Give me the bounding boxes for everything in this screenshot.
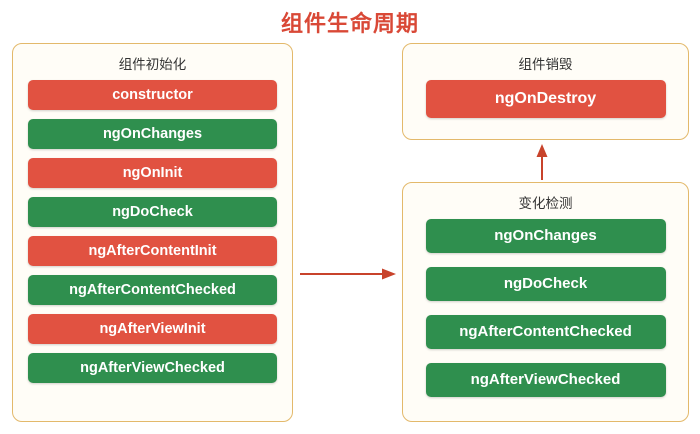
page-title: 组件生命周期 <box>280 11 419 36</box>
stage-ngondestroy[interactable]: ngOnDestroy <box>425 80 666 118</box>
stage-ngaftercontentchecked[interactable]: ngAfterContentChecked <box>28 275 277 305</box>
panel-change-title: 变化检测 <box>518 196 573 211</box>
panel-component-destroy: 组件销毁 ngOnDestroy <box>402 43 689 140</box>
arrow-change-to-destroy-icon <box>536 144 548 180</box>
stage-constructor[interactable]: constructor <box>28 80 277 110</box>
arrow-init-to-change-icon <box>300 268 396 280</box>
stage-cd-ngafterviewchecked[interactable]: ngAfterViewChecked <box>425 363 666 397</box>
stage-ngaftercontentinit[interactable]: ngAfterContentInit <box>28 236 277 266</box>
stage-ngonchanges[interactable]: ngOnChanges <box>28 119 277 149</box>
stage-ngafterviewinit[interactable]: ngAfterViewInit <box>28 314 277 344</box>
panel-destroy-title: 组件销毁 <box>518 57 573 72</box>
stage-cd-ngonchanges[interactable]: ngOnChanges <box>425 219 666 253</box>
stage-cd-ngaftercontentchecked[interactable]: ngAfterContentChecked <box>425 315 666 349</box>
stage-ngafterviewchecked[interactable]: ngAfterViewChecked <box>28 353 277 383</box>
stage-cd-ngdocheck[interactable]: ngDoCheck <box>425 267 666 301</box>
panel-init-title: 组件初始化 <box>118 57 187 72</box>
stage-ngdocheck[interactable]: ngDoCheck <box>28 197 277 227</box>
panel-change-detection: 变化检测 ngOnChanges ngDoCheck ngAfterConten… <box>402 182 689 422</box>
panel-component-init: 组件初始化 constructor ngOnChanges ngOnInit n… <box>12 43 293 422</box>
stage-ngoninit[interactable]: ngOnInit <box>28 158 277 188</box>
